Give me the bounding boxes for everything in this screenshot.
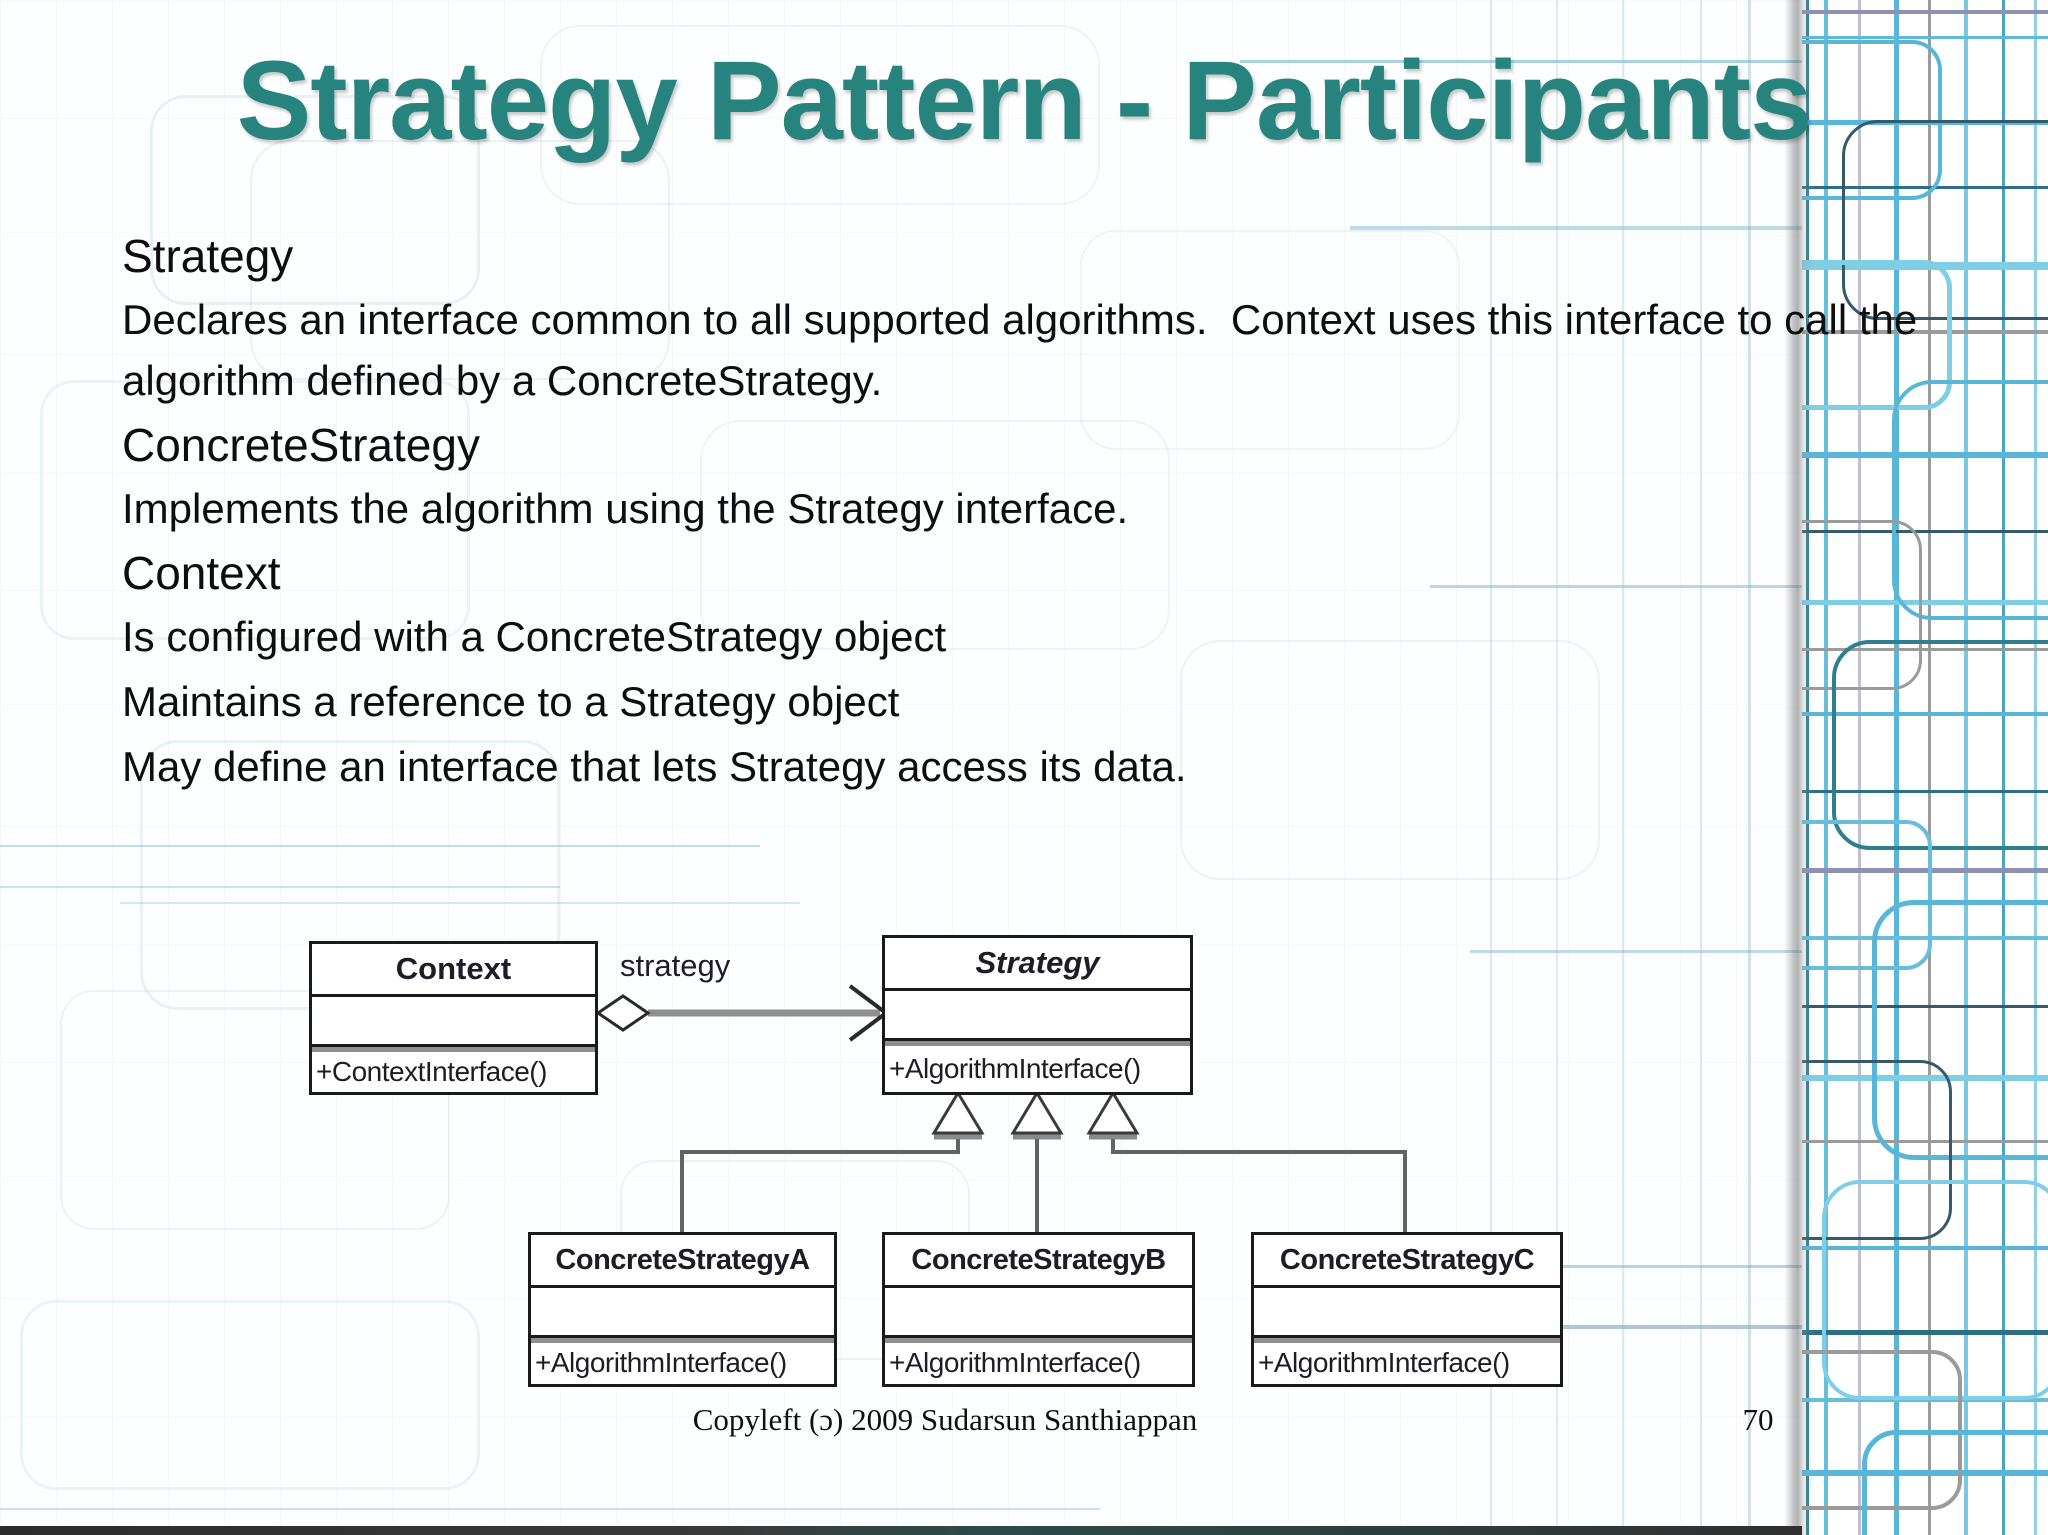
slide-body: Strategy Declares an interface common to… [122, 226, 1932, 801]
footer-copyright: Copyleft (ɔ) 2009 Sudarsun Santhiappan [692, 1402, 1198, 1437]
uml-attributes-compartment [885, 1288, 1192, 1335]
uml-class-strategy: Strategy +AlgorithmInterface() [882, 935, 1193, 1095]
uml-class-name: ConcreteStrategyB [885, 1235, 1192, 1288]
body-paragraph-declares: Declares an interface common to all supp… [122, 296, 1929, 404]
uml-class-name: ConcreteStrategyA [531, 1235, 834, 1288]
uml-attributes-compartment [1254, 1288, 1560, 1335]
uml-class-concretestrategy-b: ConcreteStrategyB +AlgorithmInterface() [882, 1232, 1195, 1387]
body-paragraph-maintains: Maintains a reference to a Strategy obje… [122, 678, 900, 725]
uml-method: +AlgorithmInterface() [885, 1038, 1190, 1092]
uml-class-name: Context [312, 944, 595, 997]
uml-method: +AlgorithmInterface() [885, 1335, 1192, 1384]
slide-title: Strategy Pattern - Participants [236, 38, 1813, 163]
background-pattern-band [1802, 0, 2048, 1535]
uml-method: +ContextInterface() [312, 1044, 595, 1092]
aggregation-diamond-icon [595, 994, 651, 1032]
uml-diagram: strategy Context +ContextInterface() Str… [300, 930, 1590, 1400]
uml-class-concretestrategy-c: ConcreteStrategyC +AlgorithmInterface() [1251, 1232, 1563, 1387]
uml-attributes-compartment [312, 997, 595, 1044]
bottom-bar [0, 1526, 1802, 1535]
uml-connectors [595, 984, 1407, 1232]
uml-class-name: Strategy [885, 938, 1190, 991]
uml-class-name: ConcreteStrategyC [1254, 1235, 1560, 1288]
uml-method: +AlgorithmInterface() [531, 1335, 834, 1384]
body-paragraph-maydefine: May define an interface that lets Strate… [122, 743, 1187, 790]
uml-attributes-compartment [885, 991, 1190, 1038]
generalization-line-a [680, 1139, 960, 1232]
page-edge-shadow [1784, 0, 1814, 1535]
generalization-line-c [1111, 1139, 1407, 1232]
generalization-triangle-icon [1086, 1090, 1140, 1135]
association-label: strategy [620, 948, 731, 983]
generalization-triangle-icon [1010, 1090, 1064, 1135]
generalization-triangle-icon [931, 1090, 985, 1135]
page-number: 70 [1742, 1402, 1774, 1437]
body-heading-concretestrategy: ConcreteStrategy [122, 419, 480, 471]
uml-class-context: Context +ContextInterface() [309, 941, 598, 1095]
uml-class-concretestrategy-a: ConcreteStrategyA +AlgorithmInterface() [528, 1232, 837, 1387]
body-paragraph-configured: Is configured with a ConcreteStrategy ob… [122, 613, 947, 660]
body-paragraph-implements: Implements the algorithm using the Strat… [122, 485, 1129, 532]
body-heading-strategy: Strategy [122, 230, 294, 282]
uml-method: +AlgorithmInterface() [1254, 1335, 1560, 1384]
uml-attributes-compartment [531, 1288, 834, 1335]
body-heading-context: Context [122, 547, 281, 599]
